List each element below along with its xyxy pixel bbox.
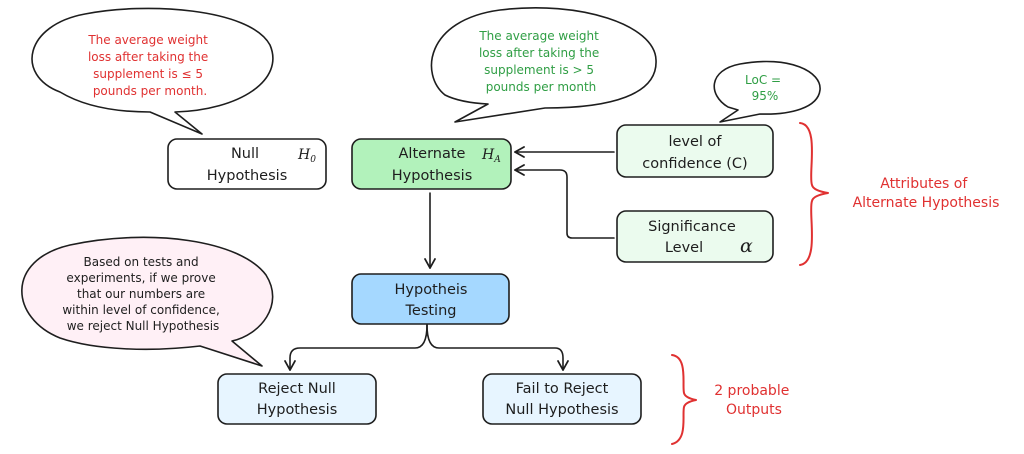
null-hypothesis-box: Null Hypothesis H0 xyxy=(167,138,327,190)
significance-label-line-1: Significance xyxy=(648,219,736,235)
connectors xyxy=(284,146,615,371)
attributes-label-line-1: Attributes of xyxy=(880,176,968,192)
fail-to-reject-box: Fail to Reject Null Hypothesis xyxy=(482,373,642,425)
fail-label-line-1: Fail to Reject xyxy=(516,381,609,397)
testing-label-line-1: Hypotheis xyxy=(395,282,468,298)
svg-text:The average weight loss: The average weight loss after taking the… xyxy=(87,33,212,98)
alternate-hypothesis-symbol: HA xyxy=(481,147,501,165)
null-claim-line-2: loss after taking the xyxy=(88,50,208,64)
fail-label-line-2: Null Hypothesis xyxy=(505,402,618,418)
arrow-testing-to-fail xyxy=(426,324,569,371)
null-hypothesis-label-line-1: Null xyxy=(231,146,259,162)
testing-note-bubble: Based on tests and experiments, if we pr… xyxy=(21,236,274,367)
loc-bubble: LoC = 95% xyxy=(713,60,821,123)
loc-line-2: 95% xyxy=(752,89,779,103)
null-claim-line-4: pounds per month. xyxy=(93,84,207,98)
alternate-hypothesis-label-line-2: Hypothesis xyxy=(392,168,473,184)
confidence-label-line-2: confidence (C) xyxy=(642,156,747,172)
reject-label-line-2: Hypothesis xyxy=(257,402,338,418)
significance-level-box: Significance Level α xyxy=(616,210,774,263)
testing-note-line-1: Based on tests and xyxy=(84,255,199,269)
alt-claim-line-2: loss after taking the xyxy=(479,46,599,60)
null-hypothesis-label-line-2: Hypothesis xyxy=(207,168,288,184)
arrow-significance-to-alternate xyxy=(514,164,615,239)
testing-note-line-3: that our numbers are xyxy=(77,287,205,301)
level-of-confidence-box: level of confidence (C) xyxy=(616,124,774,178)
alt-claim-bubble: The average weight loss after taking the… xyxy=(430,6,657,123)
outputs-label-line-1: 2 probable xyxy=(714,383,789,399)
alternate-hypothesis-box: Alternate Hypothesis HA xyxy=(351,138,512,190)
testing-note-line-4: within level of confidence, xyxy=(62,303,219,317)
outputs-label-line-2: Outputs xyxy=(726,402,782,418)
svg-text:The average weight loss: The average weight loss after taking the… xyxy=(478,29,603,94)
alternate-hypothesis-label-line-1: Alternate xyxy=(399,146,466,162)
svg-text:Based on tests and exper: Based on tests and experiments, if we pr… xyxy=(62,255,223,333)
reject-null-box: Reject Null Hypothesis xyxy=(217,373,377,425)
confidence-label-line-1: level of xyxy=(668,134,722,150)
loc-line-1: LoC = xyxy=(745,73,781,87)
svg-text:LoC = 95%: LoC = 95% xyxy=(745,73,785,103)
null-claim-bubble: The average weight loss after taking the… xyxy=(31,7,274,135)
significance-label-line-2: Level xyxy=(665,240,703,256)
alpha-symbol: α xyxy=(740,235,753,257)
testing-label-line-2: Testing xyxy=(405,303,457,319)
null-claim-line-1: The average weight xyxy=(87,33,208,47)
testing-note-line-2: experiments, if we prove xyxy=(66,271,215,285)
attributes-label-line-2: Alternate Hypothesis xyxy=(853,195,1000,211)
arrow-testing-to-reject xyxy=(284,324,428,371)
null-hypothesis-symbol: H0 xyxy=(297,147,316,165)
outputs-label: 2 probable Outputs xyxy=(714,383,794,418)
null-claim-line-3: supplement is ≤ 5 xyxy=(93,67,203,81)
alt-claim-line-4: pounds per month xyxy=(486,80,597,94)
attributes-label: Attributes of Alternate Hypothesis xyxy=(853,176,1000,211)
outputs-brace xyxy=(671,354,697,445)
hypothesis-testing-box: Hypotheis Testing xyxy=(351,273,510,325)
reject-label-line-1: Reject Null xyxy=(258,381,336,397)
alt-claim-line-3: supplement is > 5 xyxy=(484,63,594,77)
attributes-brace xyxy=(799,122,829,266)
testing-note-line-5: we reject Null Hypothesis xyxy=(67,319,220,333)
alt-claim-line-1: The average weight xyxy=(478,29,599,43)
